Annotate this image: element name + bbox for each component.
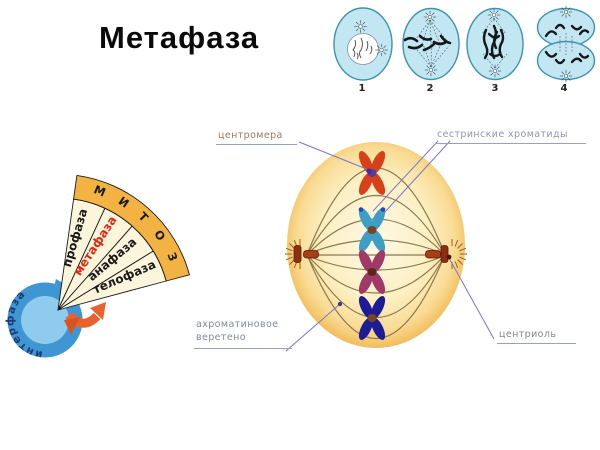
interphase-core — [21, 296, 69, 344]
label-centriole: центриоль — [497, 328, 577, 344]
chromosomes — [482, 24, 505, 60]
stage-number-2: 2 — [427, 83, 434, 94]
spindle-dashes — [413, 19, 450, 68]
chromosome-teal — [358, 207, 386, 252]
stage-cell-4 — [536, 5, 596, 83]
centrosome-icon — [424, 63, 438, 77]
cycle-arrow-body — [65, 311, 101, 328]
chromosome-magenta — [358, 250, 386, 294]
centrosome-icon — [559, 69, 573, 83]
stage-cell-2 — [402, 7, 460, 81]
leader-sister-2 — [383, 140, 451, 214]
stage-number-1: 1 — [359, 83, 366, 94]
label-sister-chromatids: сестринские хроматиды — [435, 128, 586, 144]
stage-number-4: 4 — [561, 83, 568, 94]
centrosome-icon — [353, 19, 368, 34]
wheel-sectors — [57, 174, 190, 311]
centriole-right — [425, 245, 449, 263]
pointer-dot — [337, 301, 343, 307]
leader-centriole — [448, 257, 495, 340]
centrosome-icon — [487, 8, 501, 22]
chromosomes — [403, 34, 452, 52]
leader-lines — [285, 140, 495, 352]
centromere-dot — [367, 314, 377, 322]
centrosome-icon — [488, 64, 502, 78]
stage-cell-3 — [466, 7, 524, 81]
chromatid-tip — [380, 207, 386, 212]
nucleus — [347, 33, 379, 65]
leader-sister-1 — [372, 140, 439, 212]
mitosis-arc-band — [73, 174, 190, 282]
chromatid-tip — [358, 207, 364, 212]
chromosome-navy — [358, 296, 386, 340]
chromosomes — [544, 23, 590, 65]
centrosome-icon — [423, 10, 437, 24]
leader-centromere — [298, 141, 370, 171]
chromosome-red — [358, 151, 386, 195]
label-achromatic-spindle-line2: веретено — [196, 332, 246, 343]
mitosis-stages-strip: 1 2 3 4 — [333, 5, 596, 94]
phase-wheel: интерфаза МИТОЗ профаза метафаза анафаза… — [4, 174, 190, 361]
label-achromatic-spindle: ахроматиновое веретено — [194, 318, 293, 349]
centromere-dot — [367, 226, 377, 234]
metaphase-cell-diagram — [284, 140, 495, 352]
chromatin-threads — [352, 37, 373, 60]
centrosome-icon — [374, 43, 389, 57]
centriole-left — [293, 245, 319, 263]
cycle-arrow-head-2 — [64, 317, 80, 335]
stage-numbers: 1 2 3 4 — [359, 83, 568, 94]
stage-cell-1 — [333, 7, 393, 81]
centrosome-icon — [559, 5, 573, 19]
stage-number-3: 3 — [492, 83, 499, 94]
label-centromere: центромера — [216, 129, 297, 145]
spindle-dashes — [559, 33, 573, 55]
centromere-dot — [367, 268, 377, 276]
label-achromatic-spindle-line1: ахроматиновое — [196, 319, 279, 330]
cycle-arrow-head — [90, 302, 106, 320]
pointer-dot — [366, 168, 372, 174]
leader-spindle — [285, 303, 341, 352]
page-title: Метафаза — [99, 20, 260, 55]
pointer-dot — [446, 254, 452, 260]
